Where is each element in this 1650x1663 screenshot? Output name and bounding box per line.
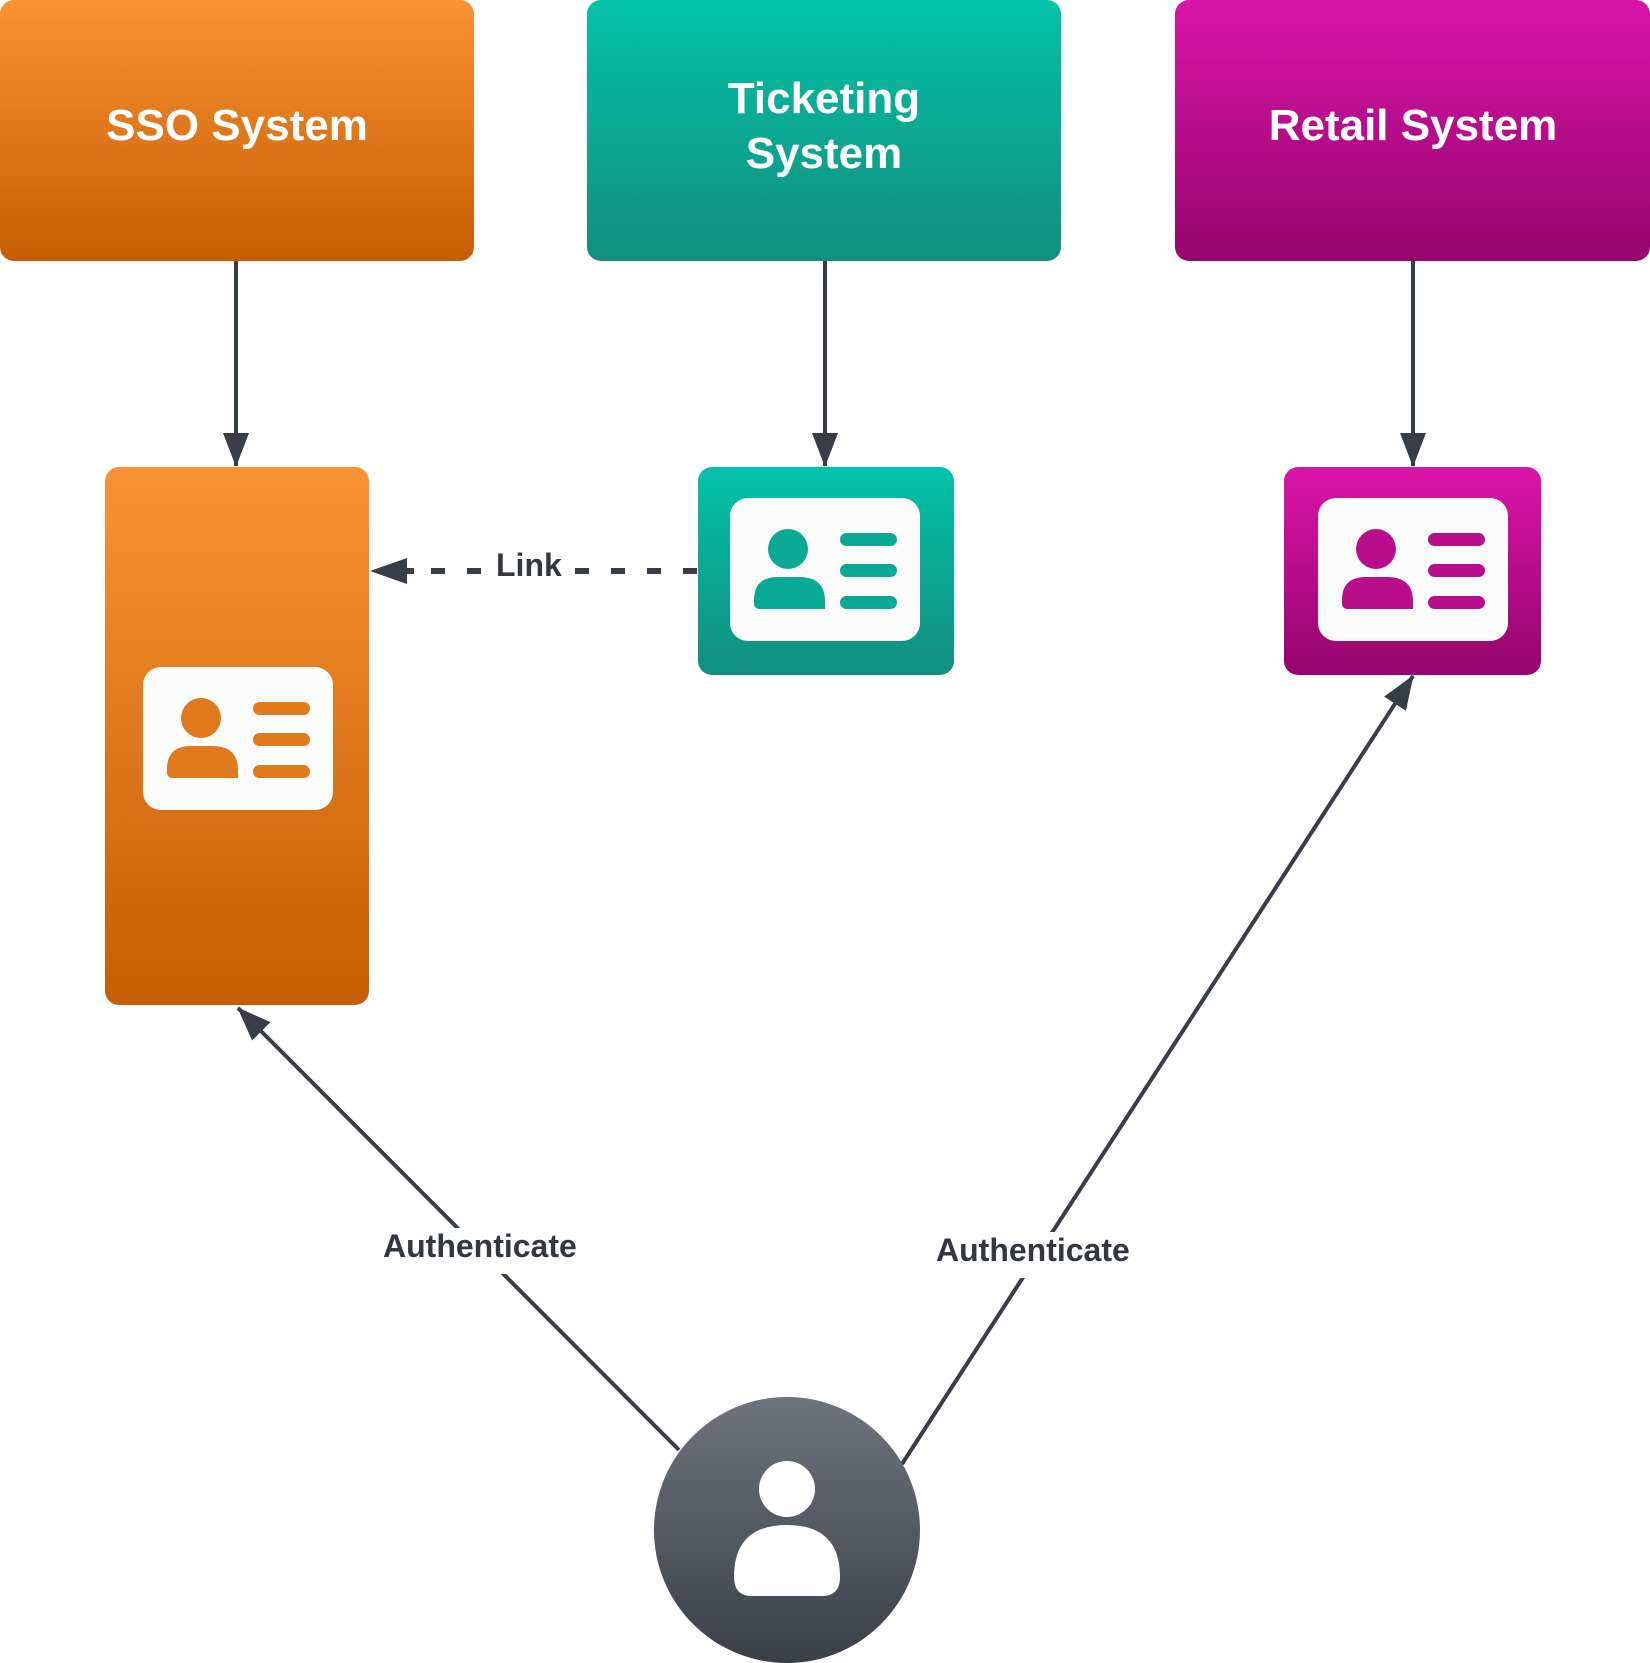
edge-auth-left-label: Authenticate [383,1228,577,1264]
edges: Link Authenticate Authenticate [223,261,1426,1466]
user-node[interactable] [654,1397,920,1663]
system-ticketing-label-line2: System [746,129,903,178]
id-card-icon [730,498,920,641]
user-icon [734,1461,840,1596]
system-ticketing[interactable]: Ticketing System [587,0,1061,261]
id-card-icon [143,667,333,810]
system-retail-label: Retail System [1269,101,1558,150]
system-sso[interactable]: SSO System [0,0,474,261]
system-ticketing-label-line1: Ticketing [728,74,920,123]
id-card-icon [1318,498,1508,641]
edge-link-label: Link [496,547,562,583]
edge-user-to-retail[interactable] [900,674,1415,1466]
edge-auth-right-label: Authenticate [936,1232,1130,1268]
account-ticketing[interactable] [698,467,954,675]
system-sso-label: SSO System [106,101,368,150]
account-retail[interactable] [1284,467,1541,675]
edge-link-arrowhead [370,558,407,584]
edge-auth-left-label-bg [380,1228,586,1274]
account-sso[interactable] [105,467,369,1005]
edge-link-label-bg [486,546,574,586]
system-retail[interactable]: Retail System [1175,0,1650,261]
edge-auth-right-label-bg [934,1232,1140,1278]
